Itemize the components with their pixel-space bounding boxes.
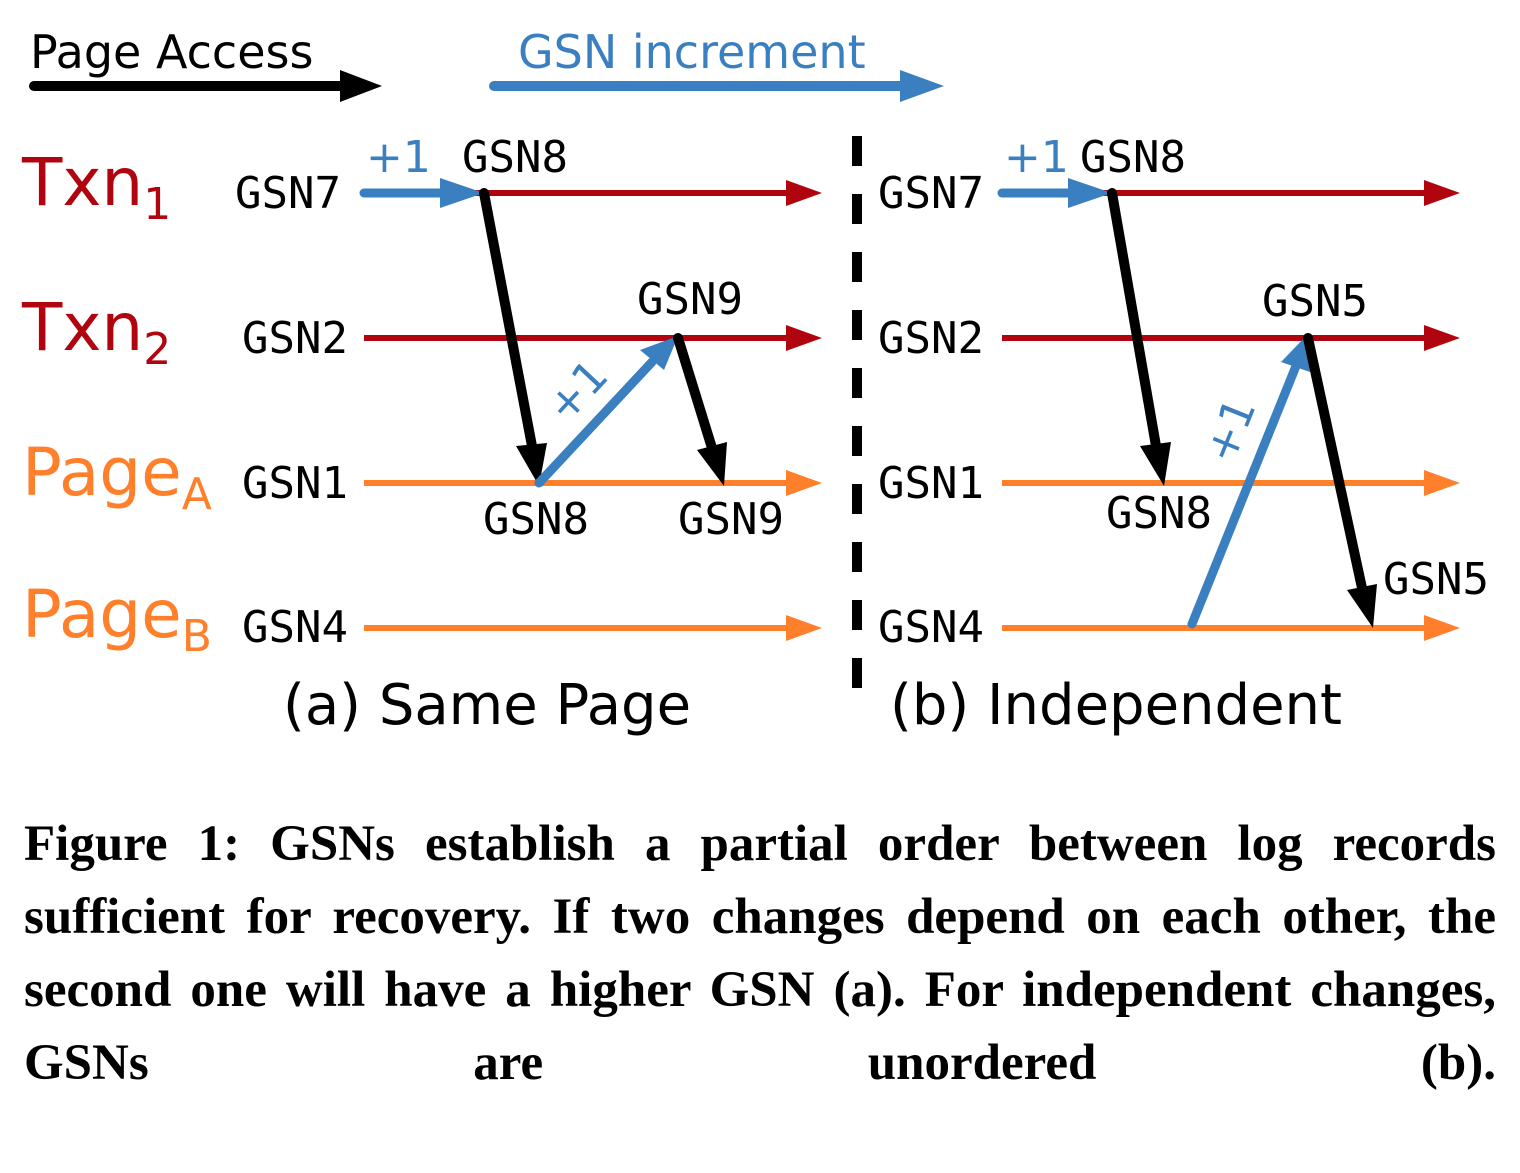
panel-b-txn1-start: GSN7 (878, 168, 984, 219)
panel-a-txn1-timeline-arrowhead (786, 180, 822, 206)
gsn-diagram: Page Access GSN increment Txn1 Txn2 Page… (21, 25, 1489, 738)
panel-b-pageA-write: GSN8 (1106, 488, 1212, 539)
panel-b-inc2-arrowhead (1281, 334, 1310, 372)
panel-a-txn1-start: GSN7 (235, 168, 341, 219)
panel-b-access2-arrowhead (1347, 584, 1377, 628)
panel-b-inc1-arrowhead (1068, 178, 1112, 208)
panel-b-access1-arrow (1107, 188, 1161, 451)
panel-a-inc2-result: GSN9 (637, 274, 743, 325)
panel-b-inc1-label: +1 (1004, 132, 1069, 183)
panel-a-inc2-arrowhead (640, 336, 678, 370)
panel-a-txn2-start: GSN2 (242, 313, 348, 364)
panel-b-title: (b) Independent (890, 673, 1342, 738)
panel-b: GSN7 GSN2 GSN1 GSN4 +1 GSN8 GSN8 +1 GSN5… (878, 132, 1489, 738)
panel-a-inc1-arrowhead (440, 178, 484, 208)
panel-b-inc2-result: GSN5 (1262, 276, 1368, 327)
row-labels: Txn1 Txn2 PageA PageB (21, 144, 212, 662)
panel-a-title: (a) Same Page (283, 673, 691, 738)
row-label-txn1: Txn1 (21, 144, 171, 230)
legend-page-access-arrowhead (340, 70, 382, 102)
panel-b-access1-arrowhead (1140, 442, 1171, 486)
panel-a-txn2-timeline-arrowhead (786, 325, 822, 351)
panel-b-inc2-arrow (1187, 361, 1301, 629)
panel-a-access1-arrowhead (516, 443, 547, 486)
panel-b-txn2-start: GSN2 (878, 313, 984, 364)
panel-a-pageA-write1: GSN8 (483, 494, 589, 545)
panel-a-pageB-timeline-arrowhead (786, 615, 822, 641)
panel-b-inc1-result: GSN8 (1080, 132, 1186, 183)
panel-a-pageA-start: GSN1 (242, 458, 348, 509)
legend-gsn-increment-label: GSN increment (518, 25, 866, 79)
panel-b-pageB-timeline-arrowhead (1424, 615, 1460, 641)
panel-a-inc1-label: +1 (366, 132, 431, 183)
panel-a-pageA-timeline-arrowhead (786, 470, 822, 496)
panel-a-access2-arrow (673, 333, 717, 453)
legend-gsn-increment-arrowhead (900, 70, 944, 102)
panel-b-access2-arrow (1303, 333, 1367, 593)
panel-b-pageA-timeline-arrowhead (1424, 470, 1460, 496)
panel-a-inc2-label: +1 (537, 350, 619, 432)
row-label-pageA: PageA (22, 434, 212, 520)
panel-b-pageB-write: GSN5 (1383, 554, 1489, 605)
legend-page-access-label: Page Access (30, 25, 313, 79)
panel-a-inc2-arrow (534, 357, 657, 488)
panel-b-pageA-start: GSN1 (878, 458, 984, 509)
panel-b-txn2-timeline-arrowhead (1424, 325, 1460, 351)
figure-caption: Figure 1: GSNs establish a partial order… (24, 808, 1496, 1173)
figure-caption-text: Figure 1: GSNs establish a partial order… (24, 816, 1496, 1091)
panel-a-access2-arrowhead (697, 442, 727, 486)
row-label-pageB: PageB (22, 576, 212, 662)
legend: Page Access GSN increment (29, 25, 944, 102)
panel-a-inc1-result: GSN8 (462, 132, 568, 183)
panel-a-pageB-start: GSN4 (242, 602, 348, 653)
panel-a: GSN7 GSN2 GSN1 GSN4 +1 GSN8 GSN8 +1 GSN9… (235, 132, 822, 738)
panel-b-txn1-timeline-arrowhead (1424, 180, 1460, 206)
row-label-txn2: Txn2 (21, 289, 171, 375)
panel-b-pageB-start: GSN4 (878, 602, 984, 653)
panel-a-access1-arrow (479, 188, 537, 451)
panel-a-pageA-write2: GSN9 (678, 494, 784, 545)
